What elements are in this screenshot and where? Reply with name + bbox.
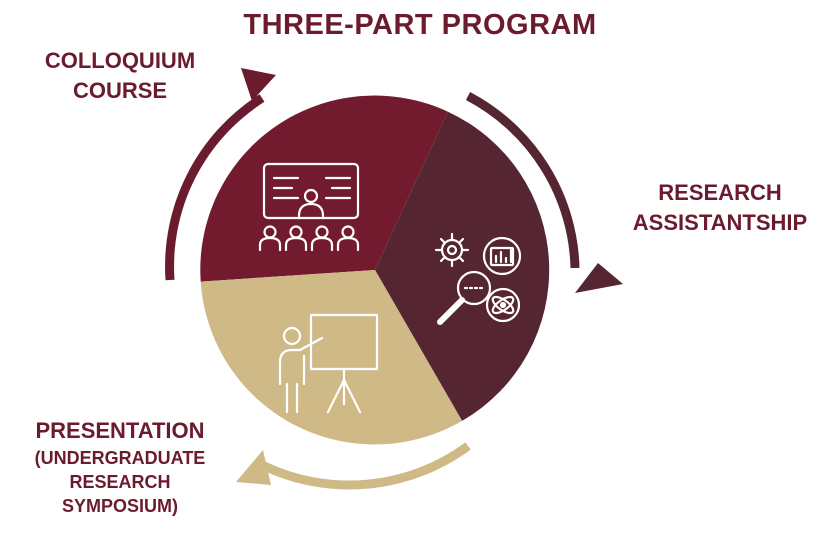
presentation-arrow <box>236 442 471 490</box>
diagram-title: THREE-PART PROGRAM <box>243 9 597 41</box>
presentation-label: PRESENTATION (UNDERGRADUATE RESEARCH SYM… <box>0 416 240 518</box>
research-label-line-1: RESEARCH <box>658 180 782 205</box>
colloquium-label-line-2: COURSE <box>72 78 168 103</box>
research-assistantship-label: RESEARCH ASSISTANTSHIP <box>600 178 840 238</box>
presentation-label-line-4: SYMPOSIUM) <box>61 496 178 516</box>
research-analysis-icon <box>434 232 522 325</box>
presentation-label-line-2: (UNDERGRADUATE <box>34 448 206 468</box>
presenter-easel-icon <box>278 313 379 414</box>
presentation-label-line-3: RESEARCH <box>69 472 171 492</box>
colloquium-label-line-1: COLLOQUIUM <box>44 48 196 73</box>
segment-research <box>375 111 550 421</box>
research-arrow <box>465 92 623 293</box>
presentation-label-line-1: PRESENTATION <box>35 418 205 443</box>
segment-presentation <box>200 270 463 445</box>
segment-colloquium <box>200 95 448 282</box>
classroom-presentation-icon <box>258 162 360 252</box>
research-label-line-2: ASSISTANTSHIP <box>632 210 808 235</box>
colloquium-course-label: COLLOQUIUM COURSE <box>20 46 220 106</box>
colloquium-arrow <box>165 68 276 281</box>
